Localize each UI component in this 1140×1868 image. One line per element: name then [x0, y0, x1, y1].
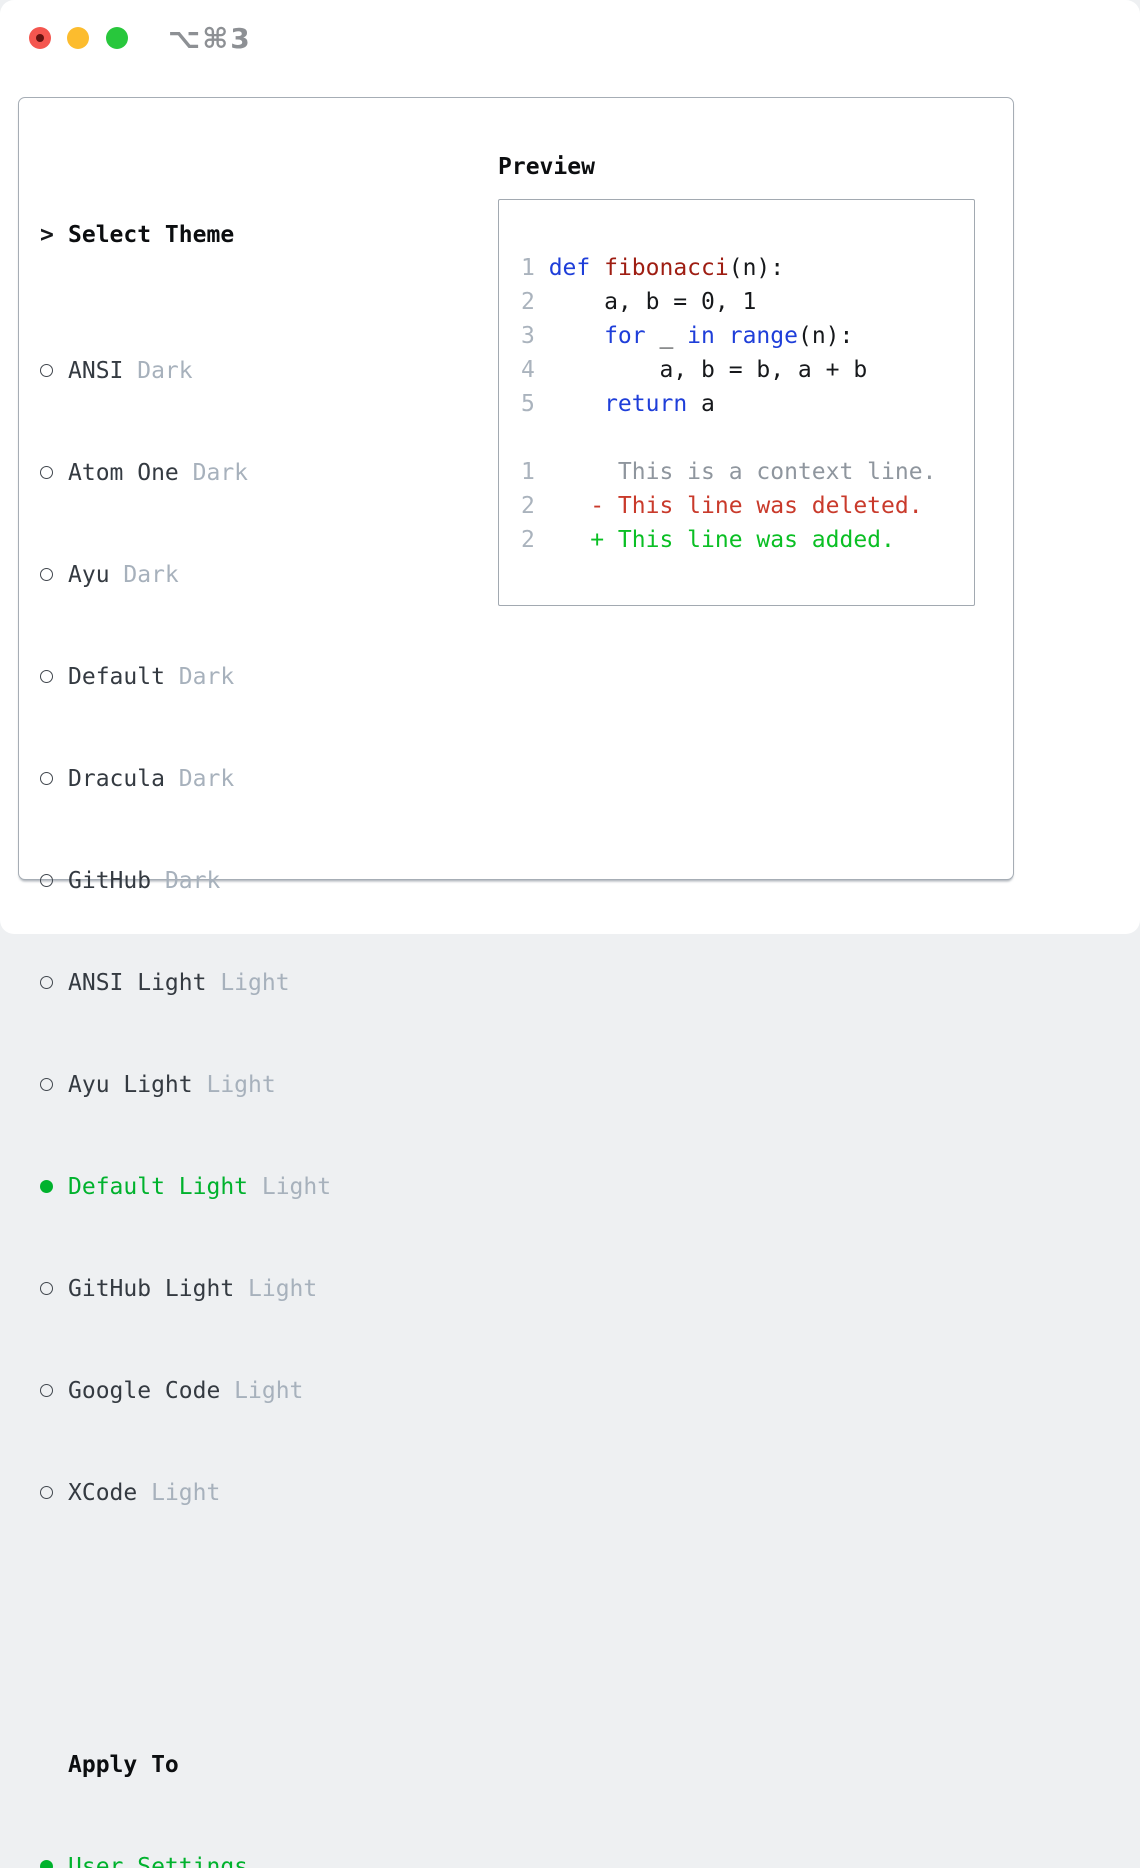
radio-icon — [40, 456, 68, 490]
theme-name: GitHub — [68, 868, 152, 894]
minimize-button[interactable] — [67, 27, 89, 49]
cursor-icon: > — [40, 222, 54, 248]
theme-option-xcode-light[interactable]: XCode Light — [40, 1476, 490, 1510]
blank-mark — [40, 1748, 68, 1782]
theme-option-google-code-light[interactable]: Google Code Light — [40, 1374, 490, 1408]
section-title: Apply To — [68, 1752, 179, 1778]
zoom-button[interactable] — [106, 27, 128, 49]
radio-selected-icon — [40, 1850, 68, 1868]
radio-icon — [40, 354, 68, 388]
radio-icon — [40, 1068, 68, 1102]
select-theme-header: > Select Theme — [40, 218, 490, 252]
code-line: 2 a, b = 0, 1 — [521, 289, 757, 315]
theme-option-ansi-light[interactable]: ANSI Light Light — [40, 966, 490, 1000]
theme-variant-tag: Dark — [192, 460, 249, 486]
window-titlebar: ⌥⌘3 — [0, 0, 1140, 76]
theme-name: GitHub Light — [68, 1276, 235, 1302]
radio-selected-icon — [40, 1170, 68, 1204]
theme-name: ANSI — [68, 358, 124, 384]
theme-variant-tag: Light — [234, 1378, 304, 1404]
apply-option-user-settings[interactable]: User Settings — [40, 1850, 490, 1868]
theme-option-dracula-dark[interactable]: Dracula Dark — [40, 762, 490, 796]
code-line: 5 return a — [521, 391, 715, 417]
theme-name: Atom One — [68, 460, 179, 486]
keyboard-shortcut-label: ⌥⌘3 — [168, 22, 252, 55]
diff-deleted-line: 2 - This line was deleted. — [521, 493, 923, 519]
radio-icon — [40, 1374, 68, 1408]
theme-option-ayu-dark[interactable]: Ayu Dark — [40, 558, 490, 592]
radio-icon — [40, 558, 68, 592]
theme-variant-tag: Dark — [178, 664, 235, 690]
code-line: 3 for _ in range(n): — [521, 323, 854, 349]
theme-option-atom-one-dark[interactable]: Atom One Dark — [40, 456, 490, 490]
theme-variant-tag: Light — [220, 970, 290, 996]
theme-name: Ayu — [68, 562, 110, 588]
theme-variant-tag: Light — [261, 1174, 332, 1200]
diff-added-line: 2 + This line was added. — [521, 527, 895, 553]
theme-name: Default — [68, 664, 165, 690]
theme-option-github-dark[interactable]: GitHub Dark — [40, 864, 490, 898]
theme-name: XCode — [68, 1480, 138, 1506]
radio-icon — [40, 966, 68, 1000]
diff-context-line: 1 This is a context line. — [521, 459, 937, 485]
code-line: 4 a, b = b, a + b — [521, 357, 868, 383]
blank-line — [521, 421, 974, 455]
apply-to-header: Apply To — [40, 1748, 490, 1782]
theme-variant-tag: Light — [248, 1276, 318, 1302]
theme-option-ayu-light[interactable]: Ayu Light Light — [40, 1068, 490, 1102]
radio-icon — [40, 1272, 68, 1306]
theme-option-ansi-dark[interactable]: ANSI Dark — [40, 354, 490, 388]
theme-variant-tag: Dark — [164, 868, 221, 894]
theme-variant-tag: Dark — [123, 562, 179, 588]
preview-title: Preview — [498, 154, 595, 180]
theme-variant-tag: Dark — [137, 358, 193, 384]
theme-name: Google Code — [68, 1378, 221, 1404]
close-button[interactable] — [29, 27, 51, 49]
apply-option-label: User Settings — [68, 1854, 249, 1868]
theme-name: Ayu Light — [68, 1072, 193, 1098]
theme-variant-tag: Light — [151, 1480, 221, 1506]
theme-name: Default Light — [68, 1174, 249, 1200]
radio-icon — [40, 762, 68, 796]
theme-option-default-light[interactable]: Default Light Light — [40, 1170, 490, 1204]
theme-name: ANSI Light — [68, 970, 207, 996]
radio-icon — [40, 864, 68, 898]
theme-variant-tag: Dark — [178, 766, 235, 792]
section-title: Select Theme — [68, 222, 235, 248]
radio-icon — [40, 1476, 68, 1510]
section-gap — [40, 1612, 490, 1646]
theme-option-github-light[interactable]: GitHub Light Light — [40, 1272, 490, 1306]
theme-variant-tag: Light — [206, 1072, 276, 1098]
theme-option-default-dark[interactable]: Default Dark — [40, 660, 490, 694]
theme-name: Dracula — [68, 766, 165, 792]
radio-icon — [40, 660, 68, 694]
